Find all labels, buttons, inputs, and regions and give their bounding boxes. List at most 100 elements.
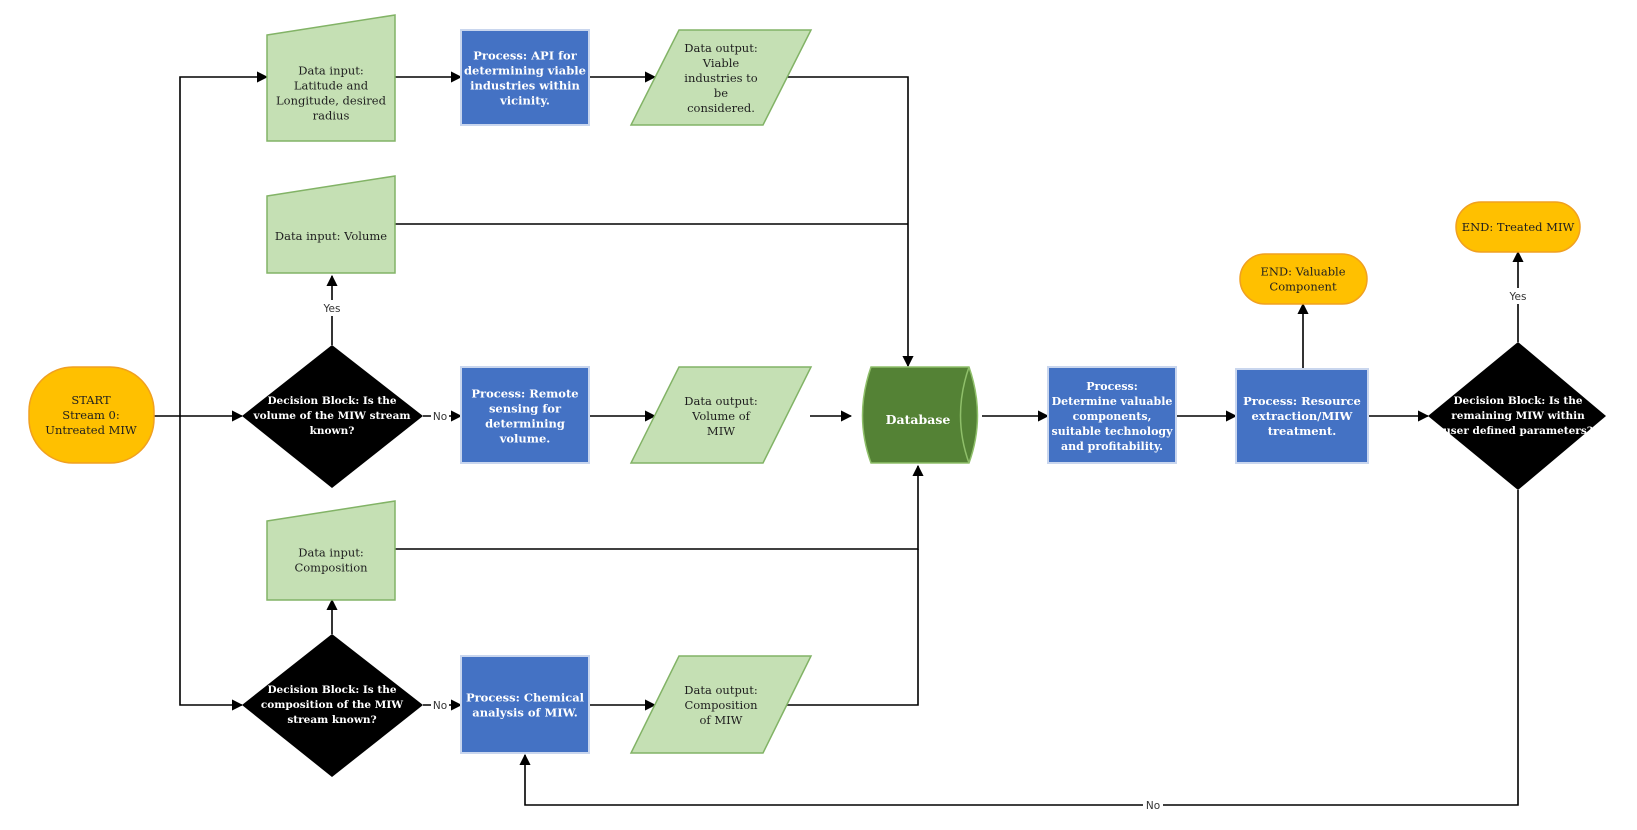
volume-data-input-label: Data input: Volume	[275, 229, 387, 243]
label-line: of MIW	[700, 713, 743, 727]
extraction-process[interactable]	[1235, 368, 1369, 464]
label-line: Process: Remote	[471, 387, 578, 401]
label-line: START	[71, 393, 111, 407]
database-front-edge	[959, 366, 970, 464]
label-line: be	[714, 86, 728, 100]
database-node[interactable]	[861, 366, 979, 464]
end-valuable-terminal[interactable]	[1239, 253, 1368, 305]
label-line: Component	[1269, 280, 1337, 294]
label-line: Database	[886, 412, 951, 427]
label-line: Determine valuable	[1052, 395, 1173, 408]
label-line: and profitability.	[1061, 440, 1163, 453]
label-line: vicinity.	[499, 94, 550, 108]
label-line: radius	[313, 109, 350, 123]
volume-decision-label: Decision Block: Is the volume of the MIW …	[252, 395, 410, 437]
label-line: components,	[1073, 410, 1152, 423]
volume-data-input[interactable]	[266, 175, 396, 274]
label-line: Process: Resource	[1243, 394, 1361, 408]
label-line: determining	[485, 417, 565, 431]
label-line: determining viable	[464, 64, 586, 78]
edge-label-composition-no: No	[433, 700, 447, 712]
composition-decision-label: Decision Block: Is the composition of the…	[261, 684, 403, 726]
edge-industries-to-database	[787, 76, 914, 368]
label-line: Data output:	[684, 683, 757, 697]
edge-label-remaining-yes: Yes	[1509, 291, 1527, 303]
label-line: Process:	[1086, 380, 1138, 393]
label-line: industries within	[470, 79, 580, 93]
label-line: Untreated MIW	[45, 423, 137, 437]
label-line: sensing for	[489, 402, 562, 416]
label-line: extraction/MIW	[1252, 409, 1354, 423]
latlon-data-input[interactable]	[266, 14, 396, 142]
label-line: Stream 0:	[62, 408, 119, 422]
edge-label-volume-yes: Yes	[323, 303, 341, 315]
edge-labels: Yes No No Yes No	[319, 288, 1531, 813]
label-line: user defined parameters?	[1443, 425, 1593, 437]
label-line: Longitude, desired	[276, 94, 387, 108]
remaining-decision[interactable]	[1428, 342, 1606, 490]
edge-remaining-decision-no	[519, 490, 1519, 806]
label-line: Data output:	[684, 394, 757, 408]
label-line: Decision Block: Is the	[267, 395, 396, 407]
edges	[154, 71, 1524, 806]
label-line: Data input:	[298, 64, 364, 78]
label-line: END: Valuable	[1260, 265, 1345, 279]
label-line: Data output:	[684, 41, 757, 55]
label-line: industries to	[684, 71, 758, 85]
remote-sensing-process[interactable]	[460, 366, 590, 464]
determine-process-label: Process: Determine valuable components, sui…	[1052, 380, 1174, 453]
label-line: volume of the MIW stream	[252, 410, 410, 422]
label-line: Composition	[684, 698, 758, 712]
determine-process[interactable]	[1047, 366, 1177, 464]
label-line: remaining MIW within	[1451, 410, 1585, 422]
volume-decision[interactable]	[242, 345, 423, 488]
label-line: Data input:	[298, 546, 364, 560]
start-terminal[interactable]	[28, 366, 155, 464]
label-line: Latitude and	[294, 79, 369, 93]
label-line: Decision Block: Is the	[267, 684, 396, 696]
label-line: Decision Block: Is the	[1453, 395, 1582, 407]
industries-data-output[interactable]	[629, 29, 813, 126]
end-treated-terminal-label: END: Treated MIW	[1462, 220, 1575, 234]
composition-data-output[interactable]	[629, 655, 813, 754]
volume-data-output[interactable]	[629, 366, 813, 464]
database-label: Database	[886, 412, 951, 427]
composition-decision[interactable]	[242, 634, 423, 777]
label-line: Viable	[702, 56, 740, 70]
edge-composition-output-to-database	[787, 549, 919, 706]
label-line: Process: Chemical	[466, 691, 585, 705]
label-line: Volume of	[691, 409, 751, 423]
end-treated-terminal[interactable]	[1455, 201, 1581, 253]
composition-data-input[interactable]	[266, 500, 396, 601]
edge-label-remaining-no: No	[1146, 800, 1160, 812]
label-line: stream known?	[287, 714, 376, 726]
label-line: suitable technology	[1052, 425, 1174, 438]
edge-start-to-composition-decision	[179, 416, 244, 711]
chemical-process[interactable]	[460, 655, 590, 754]
edge-start-to-latlon-input	[179, 71, 269, 416]
label-line: Composition	[294, 561, 368, 575]
label-line: known?	[310, 425, 355, 437]
remaining-decision-label: Decision Block: Is the remaining MIW with…	[1443, 395, 1593, 437]
label-line: composition of the MIW	[261, 699, 403, 711]
api-process[interactable]	[460, 29, 590, 126]
label-line: volume.	[499, 432, 551, 446]
label-line: Data input: Volume	[275, 229, 387, 243]
edge-label-volume-no: No	[433, 411, 447, 423]
label-line: analysis of MIW.	[472, 706, 578, 720]
label-line: MIW	[707, 424, 735, 438]
label-line: considered.	[687, 101, 755, 115]
